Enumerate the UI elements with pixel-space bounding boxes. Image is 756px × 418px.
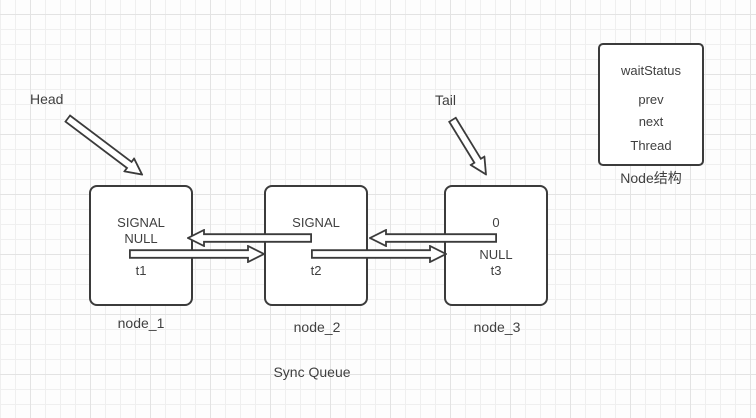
head-pointer-arrow-icon [62,111,149,183]
node1-caption: node_1 [117,315,165,331]
node2-wait-status: SIGNAL [292,215,340,230]
head-pointer-label: Head [30,91,64,107]
node3-thread: t3 [490,263,502,278]
node2-box [264,185,368,306]
node3-wait-status: 0 [492,215,500,230]
node-struct-box [598,43,704,166]
next-arrow-node2-to-node3-icon [311,244,449,264]
node1-extra: NULL [124,231,158,246]
prev-arrow-node3-to-node2-icon [367,228,497,248]
node-struct-field-next: next [638,114,664,129]
node2-thread: t2 [310,263,322,278]
node-struct-field-waitstatus: waitStatus [621,63,681,78]
node3-extra: NULL [479,247,513,262]
tail-pointer-arrow-icon [444,114,494,180]
tail-pointer-label: Tail [435,92,457,108]
node1-wait-status: SIGNAL [117,215,165,230]
node-struct-caption: Node结构 [620,170,682,186]
node-struct-field-thread: Thread [630,138,672,153]
next-arrow-node1-to-node2-icon [129,244,267,264]
node-struct-field-prev: prev [638,92,664,107]
node1-thread: t1 [135,263,147,278]
diagram-title: Sync Queue [273,364,351,380]
node2-caption: node_2 [293,319,341,335]
node3-caption: node_3 [473,319,521,335]
node1-box [89,185,193,306]
node3-box [444,185,548,306]
prev-arrow-node2-to-node1-icon [185,228,312,248]
